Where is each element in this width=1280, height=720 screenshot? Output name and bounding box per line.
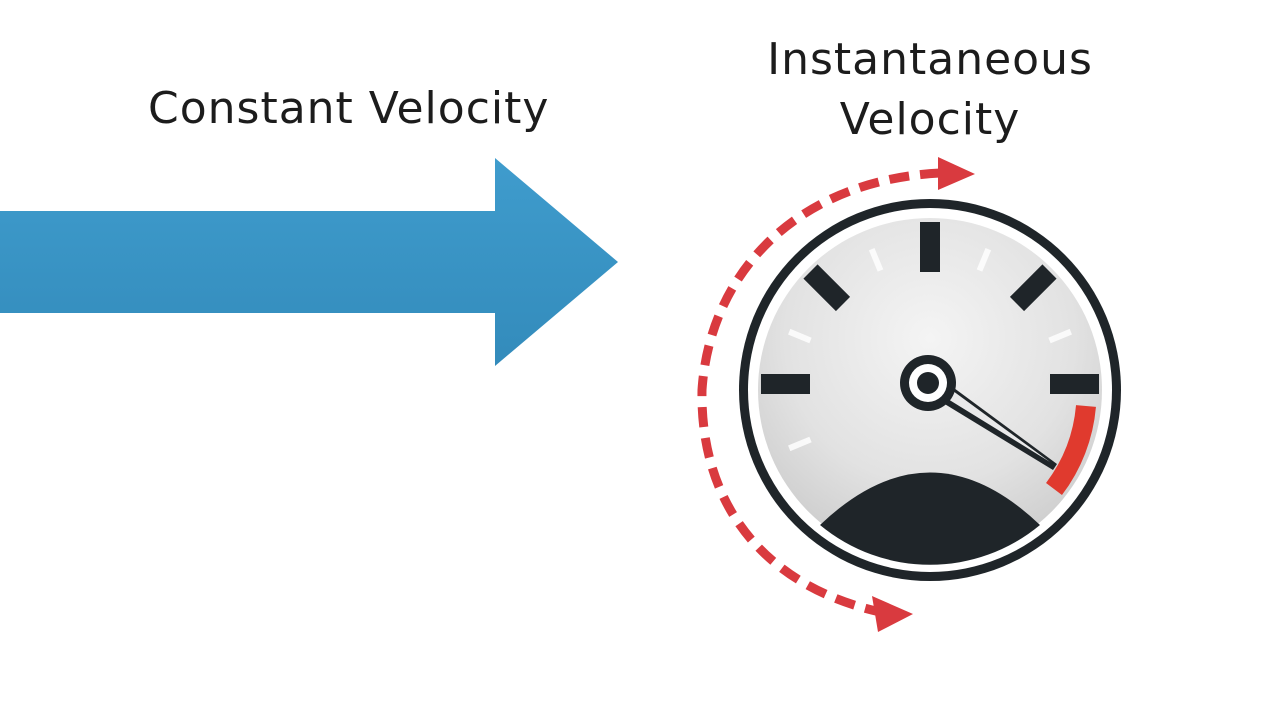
dashed-arrow-bottom-head-icon <box>872 596 913 632</box>
instantaneous-label-line-1: Instantaneous <box>767 34 1093 85</box>
speedometer-gauge <box>739 199 1121 581</box>
instantaneous-label-line-2: Velocity <box>839 94 1021 145</box>
gauge-needle <box>925 374 1057 470</box>
dashed-curved-arrow <box>697 157 975 632</box>
gauge-dark-segment <box>820 472 1040 565</box>
dashed-arrow-top-head-icon <box>938 157 975 190</box>
constant-velocity-label: Constant Velocity <box>148 83 550 134</box>
gauge-major-ticks <box>761 222 1099 394</box>
gauge-minor-ticks <box>788 248 1072 452</box>
constant-velocity-arrow <box>0 158 618 366</box>
gauge-redline-zone <box>1045 404 1096 496</box>
instantaneous-velocity-label: Instantaneous Velocity <box>740 30 1120 150</box>
